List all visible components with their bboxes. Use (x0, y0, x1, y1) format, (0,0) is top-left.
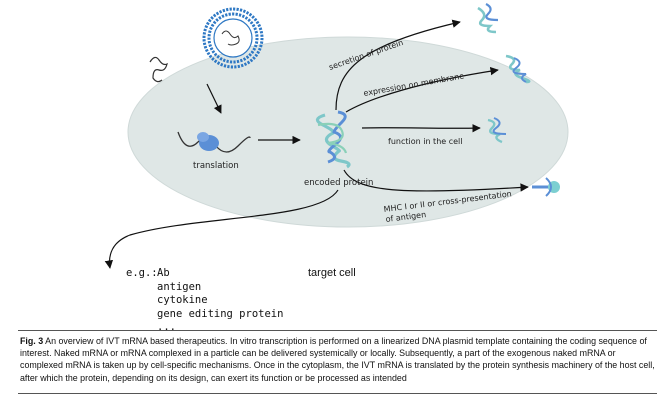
arrow-to-examples (104, 189, 339, 269)
figure-caption: Fig. 3 An overview of IVT mRNA based the… (18, 330, 657, 394)
example-item: gene editing protein (157, 308, 283, 320)
mhc-receptor-icon (532, 177, 560, 197)
ribosome-icon (177, 131, 251, 153)
membrane-protein-icon (505, 54, 531, 84)
figure-number: Fig. 3 (20, 336, 44, 346)
example-item: antigen (157, 281, 201, 293)
intracellular-protein-icon (487, 117, 507, 144)
target-cell-body (127, 36, 569, 228)
arrow-secretion (335, 19, 461, 111)
arrow-expression (345, 66, 499, 113)
example-item: Ab (157, 267, 170, 279)
ivt-mrna-diagram: translation encoded protein secretion of… (104, 3, 569, 330)
example-item: cytokine (157, 294, 208, 306)
arrow-function (361, 123, 481, 133)
secreted-protein-icon (477, 3, 499, 34)
function-label: function in the cell (388, 137, 463, 146)
arrow-uptake (206, 83, 222, 114)
translation-label: translation (193, 161, 239, 171)
lipid-nanoparticle-icon (202, 7, 264, 69)
caption-text: An overview of IVT mRNA based therapeuti… (20, 336, 655, 383)
encoded-protein-label: encoded protein (304, 178, 373, 188)
arrow-mhc (343, 169, 529, 192)
example-item: ... (157, 321, 176, 330)
examples-prefix: e.g.: (126, 267, 158, 279)
protein-icon (315, 110, 351, 169)
target-cell-label: target cell (308, 267, 356, 279)
mrna-strand-icon (149, 56, 168, 83)
